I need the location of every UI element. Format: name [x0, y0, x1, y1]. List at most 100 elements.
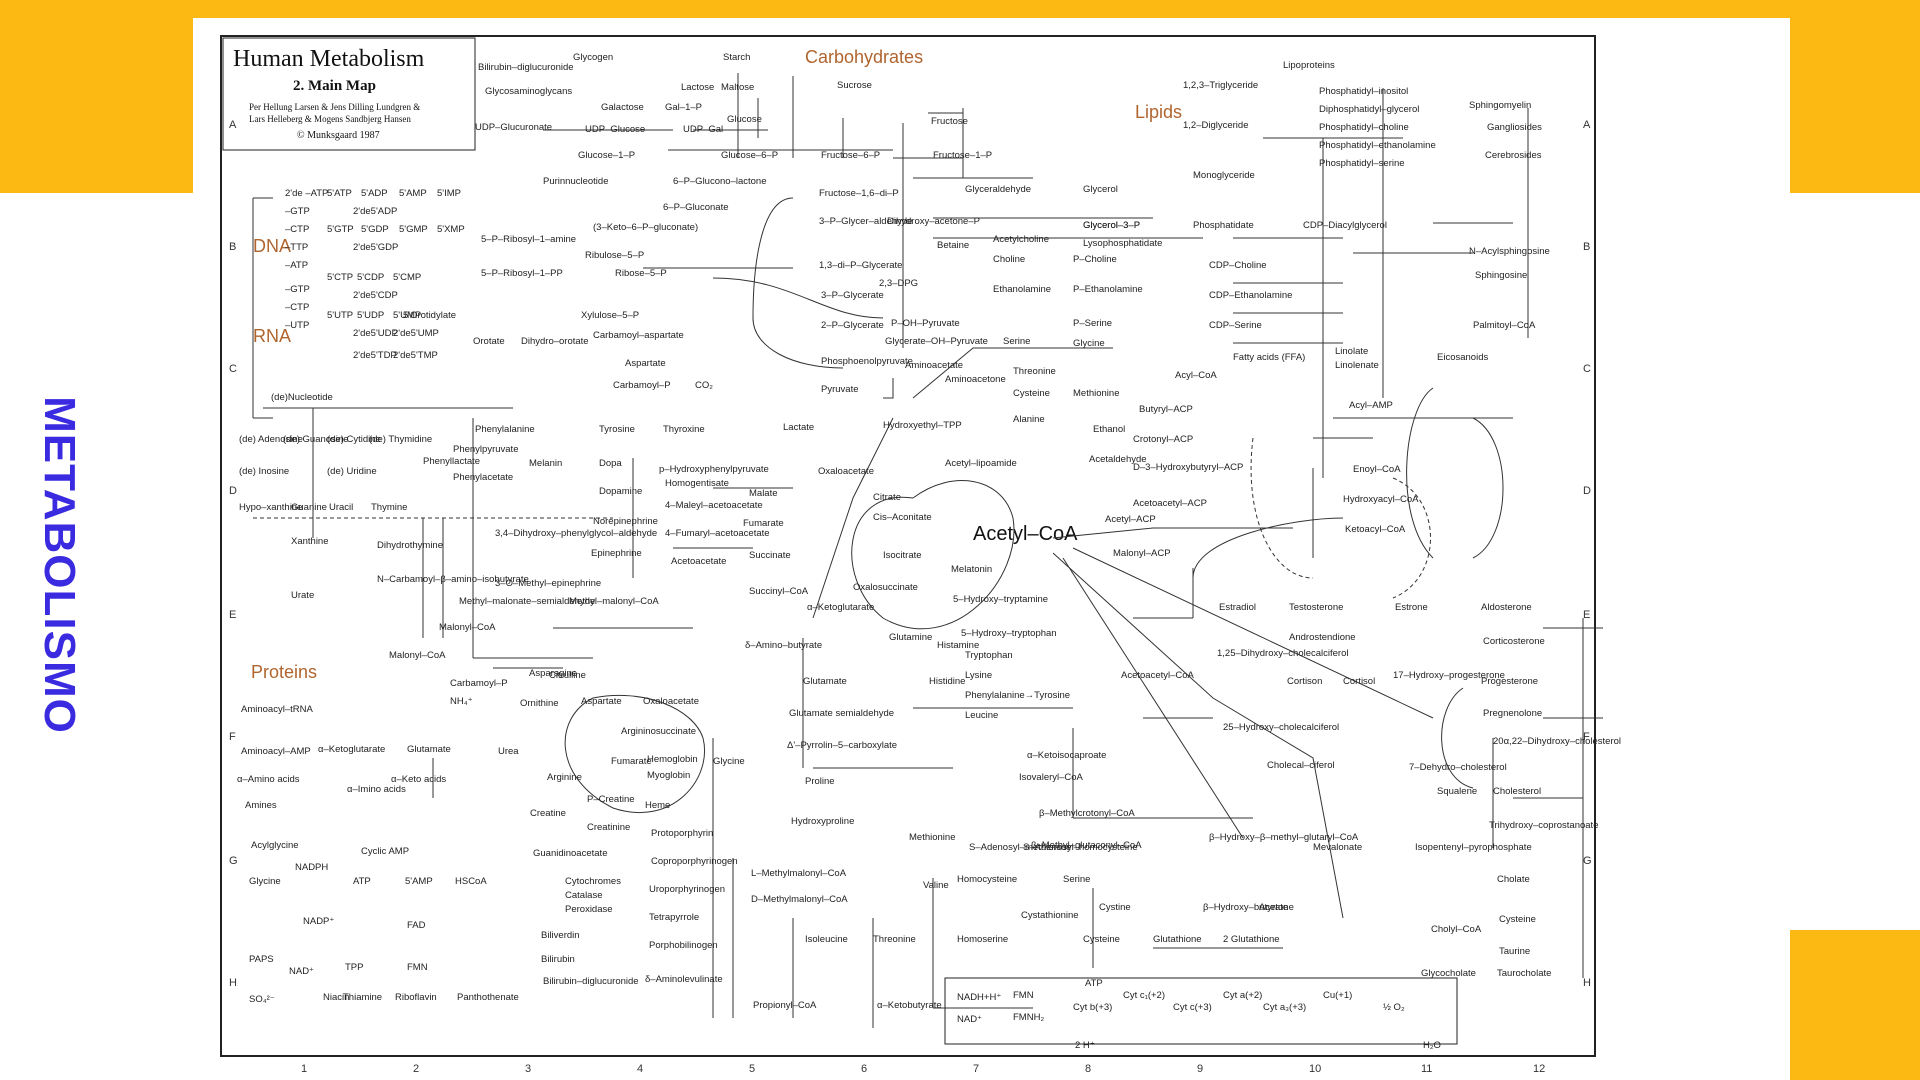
- metabolite-glycine-c: Glycine: [713, 756, 745, 767]
- metabolite-phosphatidyl-ethanolamine: Phosphatidyl–ethanolamine: [1319, 140, 1436, 151]
- row-label-right-C: C: [1583, 363, 1591, 375]
- metabolite-uridine: (de) Uridine: [327, 466, 377, 477]
- metabolite-glucose: Glucose: [727, 114, 762, 125]
- metabolite-mevalonate: Mevalonate: [1313, 842, 1362, 853]
- metabolite-p-ethanolamine: P–Ethanolamine: [1073, 284, 1143, 295]
- col-label-3: 3: [525, 1063, 531, 1075]
- metabolite-phenyllactate: Phenyllactate: [423, 456, 480, 467]
- metabolite-choline: Choline: [993, 254, 1025, 265]
- metabolite-fatty-acids: Fatty acids (FFA): [1233, 352, 1305, 363]
- nucleotide-7: –UTP: [285, 320, 309, 331]
- title-box: [222, 37, 476, 151]
- metabolite-cysteine-c: Cysteine: [1083, 934, 1120, 945]
- oxphos-label-6: Cyt c(+3): [1173, 1002, 1212, 1013]
- col-label-8: 8: [1085, 1063, 1091, 1075]
- side-title-text: METABOLISMO: [35, 396, 84, 734]
- nucleotide-3: –TTP: [285, 242, 308, 253]
- metabolite-hmg-coa: β–Hydroxy–β–methyl–glutaryl–CoA: [1209, 832, 1359, 843]
- metabolite-cytidine: (de) Cytidine: [327, 434, 381, 445]
- metabolite-malonyl-coa: Malonyl–CoA: [439, 622, 496, 633]
- metabolite-lysine: Lysine: [965, 670, 992, 681]
- metabolite-five-amp: 5'AMP: [405, 876, 433, 887]
- oxphos-label-3: FMNH₂: [1013, 1012, 1044, 1023]
- metabolite-leucine: Leucine: [965, 710, 998, 721]
- metabolite-citrate: Citrate: [873, 492, 901, 503]
- section-dna: DNA: [253, 236, 291, 256]
- metabolite-fructose-6-p: Fructose–6–P: [821, 150, 880, 161]
- metabolite-succinate: Succinate: [749, 550, 791, 561]
- metabolite-nh4: NH₄⁺: [450, 696, 473, 707]
- metabolite-dihydroorotate: Dihydro–orotate: [521, 336, 589, 347]
- metabolite-co2: CO₂: [695, 380, 713, 391]
- row-label-E: E: [229, 609, 236, 621]
- metabolite-acylglycine: Acylglycine: [251, 840, 299, 851]
- metabolite-glutamine: Glutamine: [889, 632, 932, 643]
- metabolite-citrulline: Citrulline: [549, 670, 586, 681]
- metabolite-ketoacyl-coa: Ketoacyl–CoA: [1345, 524, 1406, 535]
- nucleotide-0: 2'de –ATP: [285, 188, 328, 199]
- nuc-label-19: 2'de5'TDP: [353, 350, 397, 361]
- col-label-9: 9: [1197, 1063, 1203, 1075]
- metabolite-sphingosine: Sphingosine: [1475, 270, 1527, 281]
- metabolite-galactose: Galactose: [601, 102, 644, 113]
- metabolite-fructose-1-p: Fructose–1–P: [933, 150, 992, 161]
- metabolite-acetone: Acetone: [1259, 902, 1294, 913]
- metabolite-urea: Urea: [498, 746, 519, 757]
- section-proteins: Proteins: [251, 662, 317, 682]
- metabolite-udp-gal: UDP–Gal: [683, 124, 723, 135]
- metabolite-threonine-b: Threonine: [873, 934, 916, 945]
- metabolite-serine: Serine: [1003, 336, 1030, 347]
- metabolite-estrone: Estrone: [1395, 602, 1428, 613]
- nucleotide-1: –GTP: [285, 206, 310, 217]
- metabolite-niacin: Niacin: [323, 992, 349, 1003]
- metabolite-phosphatidyl-serine: Phosphatidyl–serine: [1319, 158, 1405, 169]
- metabolite-dihydroxyphenylglycolaldehyde: 3,4–Dihydroxy–phenylglycol–aldehyde: [495, 528, 657, 539]
- metabolite-glycine: Glycine: [1073, 338, 1105, 349]
- metabolite-phosphatidyl-choline: Phosphatidyl–choline: [1319, 122, 1409, 133]
- metabolite-ethanol: Ethanol: [1093, 424, 1125, 435]
- metabolite-hydroxyacyl-coa: Hydroxyacyl–CoA: [1343, 494, 1419, 505]
- row-label-H: H: [229, 977, 237, 989]
- metabolite-proline: Proline: [805, 776, 835, 787]
- row-label-A: A: [229, 119, 237, 131]
- metabolite-s-adenosylmethionine: S–Adenosyl–methionine: [969, 842, 1071, 853]
- map-subtitle: 2. Main Map: [293, 78, 376, 94]
- oxphos-label-7: Cyt a(+2): [1223, 990, 1262, 1001]
- metabolite-glyceraldehyde: Glyceraldehyde: [965, 184, 1031, 195]
- nuc-label-1: 5'ADP: [361, 188, 388, 199]
- nuc-label-16: 5'UMP: [393, 310, 421, 321]
- oxphos-label-1: NAD⁺: [957, 1014, 982, 1025]
- metabolite-linolenate: Linolenate: [1335, 360, 1379, 371]
- metabolite-cortison: Cortison: [1287, 676, 1322, 687]
- section-lipids: Lipids: [1135, 102, 1182, 122]
- metabolite-phosphatidyl-inositol: Phosphatidyl–inositol: [1319, 86, 1408, 97]
- metabolite-aminolevulinate: δ–Aminolevulinate: [645, 974, 723, 985]
- metabolite-alpha-ketoglutarate-b: α–Ketoglutarate: [318, 744, 385, 755]
- metabolite-acetoacetyl-acp: Acetoacetyl–ACP: [1133, 498, 1207, 509]
- metabolite-purinnucleotide: Purinnucleotide: [543, 176, 609, 187]
- metabolite-aldosterone: Aldosterone: [1481, 602, 1532, 613]
- map-authors-1: Per Hellung Larsen & Jens Dilling Lundgr…: [249, 102, 420, 112]
- metabolite-tpp: TPP: [345, 962, 363, 973]
- metabolite-three-p-glyceraldehyde: 3–P–Glycer–aldehyde: [819, 216, 912, 227]
- metabolite-ketobutyrate: α–Ketobutyrate: [877, 1000, 942, 1011]
- oxphos-label-0: NADH+H⁺: [957, 992, 1001, 1003]
- metabolite-methylmalonate-semialdehyde: Methyl–malonate–semialdehyde: [459, 596, 595, 607]
- metabolite-catalase: Catalase: [565, 890, 603, 901]
- metabolite-dihydroxycholecalciferol: 1,25–Dihydroxy–cholecalciferol: [1217, 648, 1349, 659]
- metabolite-hydroxyprogesterone: 17–Hydroxy–progesterone: [1393, 670, 1505, 681]
- nuc-label-2: 5'AMP: [399, 188, 427, 199]
- metabolite-phenylacetate: Phenylacetate: [453, 472, 513, 483]
- metabolite-maltose: Maltose: [721, 82, 754, 93]
- section-carbohydrates: Carbohydrates: [805, 47, 923, 67]
- metabolite-cholesterol: Cholesterol: [1493, 786, 1541, 797]
- metabolite-aminoacetate: Aminoacetate: [905, 360, 963, 371]
- metabolite-trihydroxycoprostanoate: Trihydroxy–coprostanoate: [1489, 820, 1598, 831]
- metabolite-malonyl-acp: Malonyl–ACP: [1113, 548, 1171, 559]
- metabolite-thymine: Thymine: [371, 502, 407, 513]
- metabolite-nad: NAD⁺: [289, 966, 314, 977]
- metabolite-biliverdin: Biliverdin: [541, 930, 580, 941]
- metabolite-uracil: Uracil: [329, 502, 353, 513]
- metabolite-glycerol-3-p: Glycerol–3–P: [1083, 220, 1140, 231]
- metabolite-ribulose-5-p: Ribulose–5–P: [585, 250, 644, 261]
